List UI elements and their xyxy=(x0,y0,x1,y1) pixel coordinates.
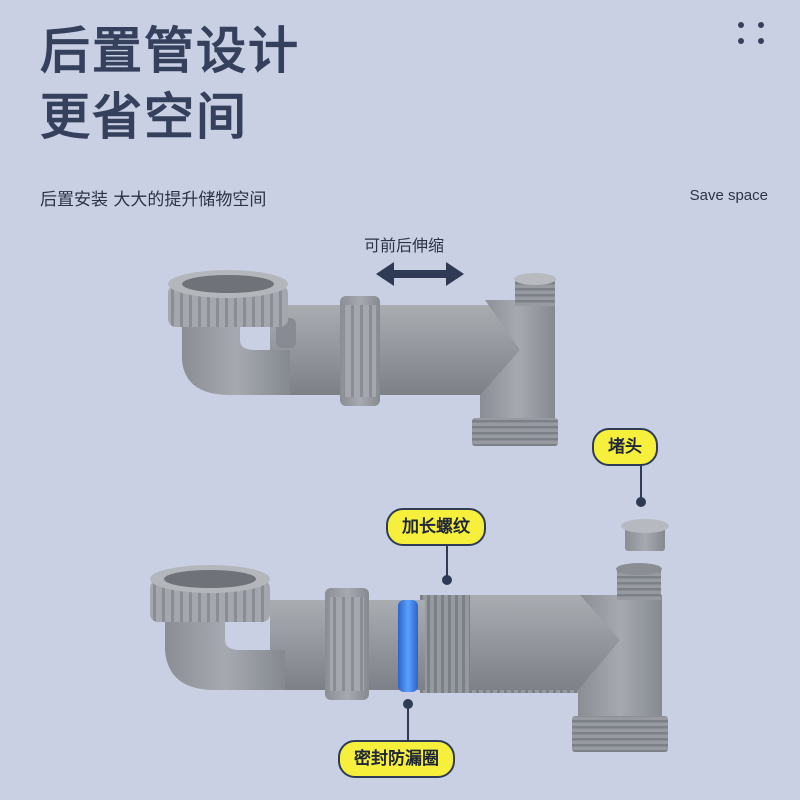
page-title-line2: 更省空间 xyxy=(40,88,248,146)
top-pipe-assembly xyxy=(168,270,558,446)
telescopic-label: 可前后伸缩 xyxy=(364,236,445,255)
more-dots-icon[interactable] xyxy=(738,22,770,48)
double-arrow-icon xyxy=(376,262,464,286)
page-title-line1: 后置管设计 xyxy=(40,22,300,80)
callout-seal: 密封防漏圈 xyxy=(338,740,455,778)
english-note: Save space xyxy=(689,187,768,204)
bottom-pipe-assembly xyxy=(150,519,669,752)
subtitle: 后置安装 大大的提升储物空间 xyxy=(40,190,267,210)
callout-leaders xyxy=(403,464,646,740)
callout-cap: 堵头 xyxy=(592,428,658,466)
callout-thread: 加长螺纹 xyxy=(386,508,486,546)
